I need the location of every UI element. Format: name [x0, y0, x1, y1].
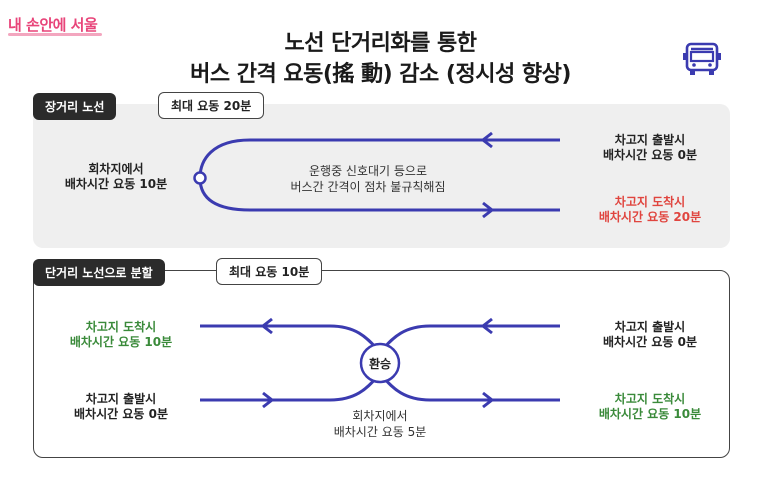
short-turnaround-label: 회차지에서 배차시간 요동 5분: [333, 409, 427, 439]
arrow-right-icon: [482, 391, 495, 409]
title-line-2: 버스 간격 요동(搖 動) 감소 (정시성 향상): [190, 62, 571, 87]
short-right-depart-label: 차고지 출발시 배차시간 요동 0분: [603, 320, 697, 349]
long-route-note: 운행중 신호대기 등으로 버스간 간격이 점차 불규칙해짐: [290, 164, 446, 194]
arrow-left-icon: [260, 317, 273, 335]
short-left-depart-label: 차고지 출발시 배차시간 요동 0분: [74, 392, 168, 421]
title-line-1: 노선 단거리화를 통한: [284, 31, 477, 56]
long-depart-label: 차고지 출발시 배차시간 요동 0분: [603, 133, 697, 162]
short-route-tag: 단거리 노선으로 분할: [33, 259, 165, 286]
arrow-left-icon: [480, 131, 493, 149]
long-arrive-label: 차고지 도착시 배차시간 요동 20분: [598, 195, 702, 224]
logo-underline: [8, 33, 102, 36]
short-left-arrive-label: 차고지 도착시 배차시간 요동 10분: [69, 320, 173, 349]
short-route-max-fluctuation: 최대 요동 10분: [216, 258, 323, 285]
arrow-right-icon: [262, 391, 275, 409]
arrow-right-icon: [482, 201, 495, 219]
long-turnaround-label: 회차지에서 배차시간 요동 10분: [64, 162, 168, 191]
turnaround-point-icon: [193, 171, 207, 185]
short-right-arrive-label: 차고지 도착시 배차시간 요동 10분: [598, 392, 702, 421]
transfer-node: [359, 342, 401, 384]
long-route-max-fluctuation: 최대 요동 20분: [158, 92, 265, 119]
bus-icon: [683, 42, 721, 75]
transfer-label: 환승: [369, 356, 391, 371]
logo-text: 내 손안에 서울: [8, 16, 98, 34]
long-route-tag: 장거리 노선: [33, 93, 117, 120]
arrow-left-icon: [480, 317, 493, 335]
long-route-panel: [33, 104, 730, 248]
